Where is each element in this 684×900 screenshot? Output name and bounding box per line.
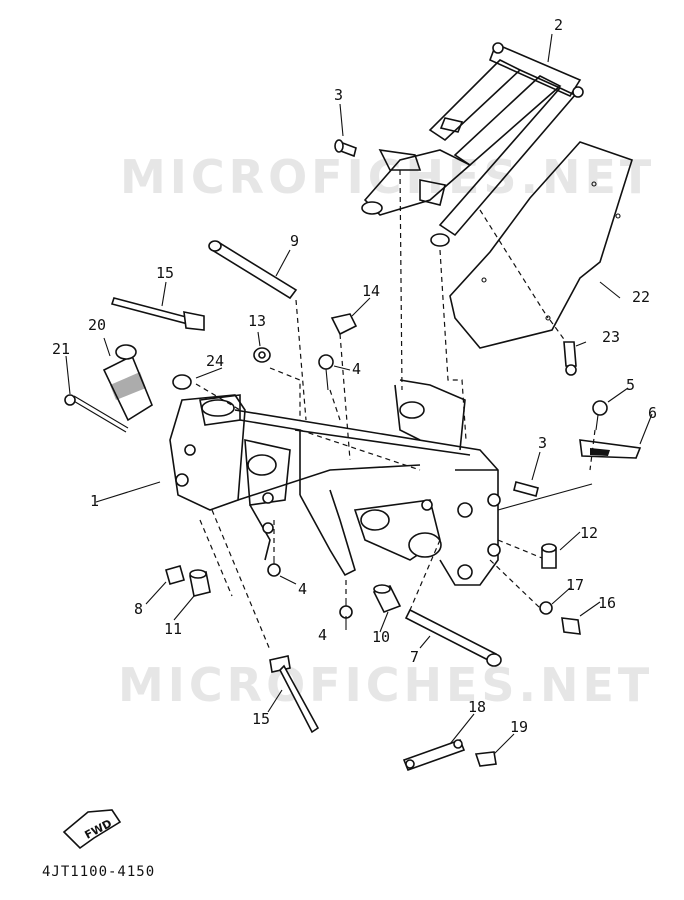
- callout-4-upper: 4: [352, 360, 361, 378]
- bolt-16: [561, 617, 581, 635]
- clip-14: [330, 313, 358, 336]
- callout-5: 5: [626, 376, 635, 394]
- grommet-24: [172, 374, 192, 390]
- spacer-10: [372, 584, 402, 614]
- bolt-4-mid: [267, 556, 281, 577]
- leader-lines: [65, 33, 653, 755]
- bolt-5: [592, 400, 608, 431]
- callout-7: 7: [410, 648, 419, 666]
- rear-plate: [449, 141, 633, 349]
- callout-23: 23: [602, 328, 620, 346]
- callout-16: 16: [598, 594, 616, 612]
- callout-3-lower: 3: [538, 434, 547, 452]
- callout-3-upper: 3: [334, 86, 343, 104]
- bolt-23: [563, 341, 577, 376]
- callout-8: 8: [134, 600, 143, 618]
- callout-12: 12: [580, 524, 598, 542]
- callout-10: 10: [372, 628, 390, 646]
- bolt-4-upper: [318, 354, 334, 391]
- callout-15-upper: 15: [156, 264, 174, 282]
- collar-13: [253, 347, 271, 363]
- bolt-21: [64, 394, 129, 433]
- callout-1: 1: [90, 492, 99, 510]
- callout-15-lower: 15: [252, 710, 270, 728]
- callout-9: 9: [290, 232, 299, 250]
- callout-6: 6: [648, 404, 657, 422]
- callout-4-mid: 4: [298, 580, 307, 598]
- callout-14: 14: [362, 282, 380, 300]
- callout-4-lower: 4: [318, 626, 327, 644]
- bracket-6: [579, 439, 642, 459]
- callout-24: 24: [206, 352, 224, 370]
- cable-tie-15-lower: [269, 655, 320, 734]
- bolt-3-lower: [513, 481, 539, 497]
- callout-22: 22: [632, 288, 650, 306]
- callout-20: 20: [88, 316, 106, 334]
- callout-11: 11: [164, 620, 182, 638]
- nut-8: [165, 565, 185, 585]
- callout-13: 13: [248, 312, 266, 330]
- callout-2: 2: [554, 16, 563, 34]
- rear-subframe: [361, 42, 584, 247]
- diagram-part-code: 4JT1100-4150: [42, 864, 156, 880]
- alignment-lines: [195, 169, 596, 651]
- bolt-7: [404, 608, 502, 667]
- bottle-20: [102, 344, 153, 422]
- main-frame: [169, 379, 501, 586]
- washer-17: [539, 601, 553, 615]
- watermark-bottom: MICROFICHES.NET: [118, 658, 654, 712]
- callout-19: 19: [510, 718, 528, 736]
- fwd-arrow-icon: FWD: [62, 809, 122, 850]
- collar-12: [541, 543, 557, 569]
- link-bar-18: [402, 738, 466, 772]
- bolt-4-lower: [339, 598, 353, 619]
- callout-18: 18: [468, 698, 486, 716]
- cable-tie-15-upper: [110, 297, 205, 331]
- bolt-3-upper: [334, 139, 357, 158]
- bolt-19: [474, 751, 497, 767]
- spacer-11: [189, 569, 211, 597]
- callout-17: 17: [566, 576, 584, 594]
- callout-numbers: 2 3 9 15 14 22 20 13 23 21 24 4 5 6 3 1 …: [52, 16, 657, 736]
- pin-9: [208, 240, 298, 300]
- callout-21: 21: [52, 340, 70, 358]
